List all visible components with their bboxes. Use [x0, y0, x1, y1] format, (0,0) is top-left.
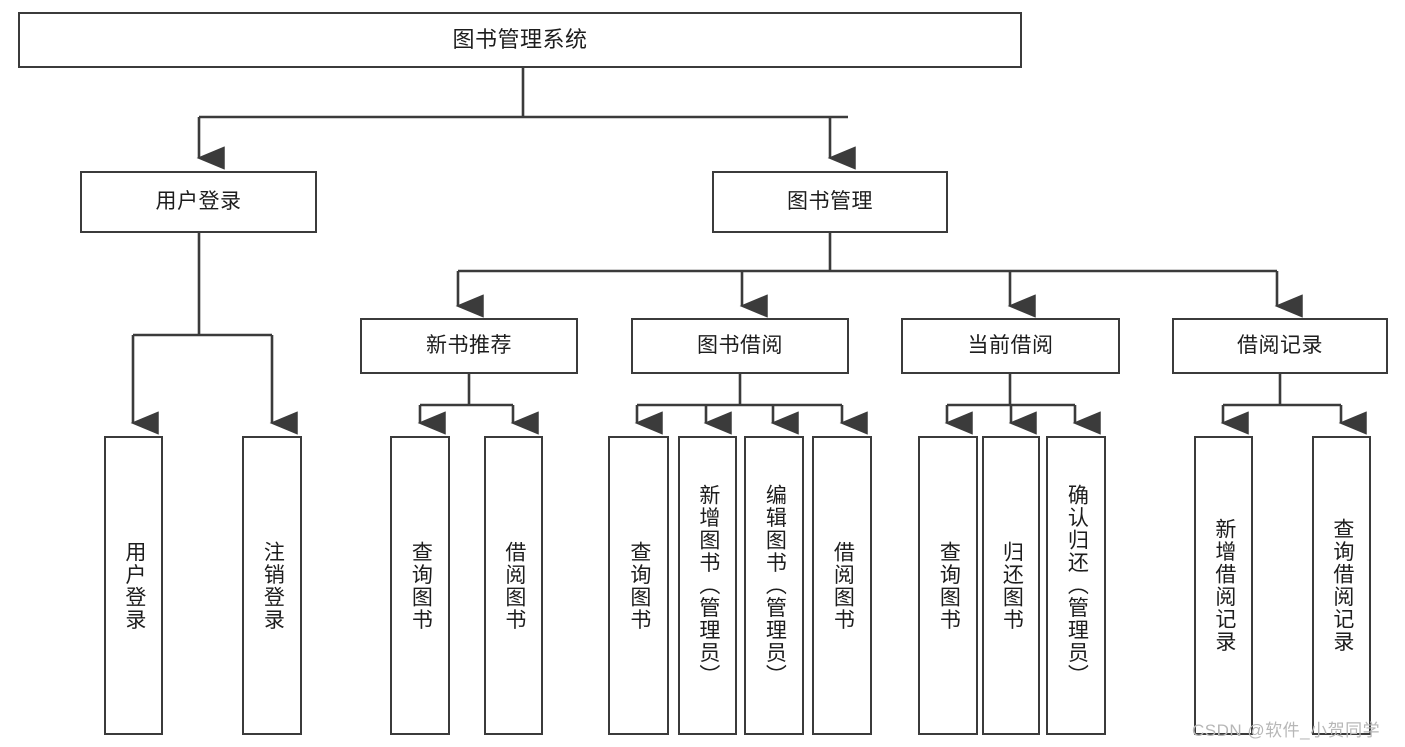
node-label: 归还图书: [1000, 540, 1024, 631]
node-label: 编辑图书（管理员）: [763, 484, 787, 687]
node-label: 查询图书: [627, 540, 651, 631]
leaf-query-book-current[interactable]: 查询图书: [918, 436, 978, 735]
node-label: 新书推荐: [426, 334, 512, 358]
leaf-add-book-admin[interactable]: 新增图书（管理员）: [678, 436, 737, 735]
node-label: 新增借阅记录: [1212, 518, 1236, 653]
leaf-add-borrow-record[interactable]: 新增借阅记录: [1194, 436, 1253, 735]
leaf-query-book-borrow[interactable]: 查询图书: [608, 436, 669, 735]
node-label: 查询图书: [937, 540, 961, 631]
node-label: 借阅图书: [831, 540, 855, 631]
node-book-borrow[interactable]: 图书借阅: [631, 318, 849, 374]
node-label: 确认归还（管理员）: [1065, 484, 1089, 687]
node-label: 图书借阅: [697, 334, 783, 358]
node-label: 注销登录: [261, 540, 285, 631]
node-new-book-recommend[interactable]: 新书推荐: [360, 318, 578, 374]
leaf-return-book[interactable]: 归还图书: [982, 436, 1040, 735]
node-label: 用户登录: [122, 540, 146, 631]
leaf-edit-book-admin[interactable]: 编辑图书（管理员）: [744, 436, 804, 735]
leaf-user-login[interactable]: 用户登录: [104, 436, 163, 735]
node-label: 新增图书（管理员）: [696, 484, 720, 687]
node-root-system[interactable]: 图书管理系统: [18, 12, 1022, 68]
leaf-borrow-book-new[interactable]: 借阅图书: [484, 436, 543, 735]
leaf-query-borrow-record[interactable]: 查询借阅记录: [1312, 436, 1371, 735]
node-label: 当前借阅: [967, 334, 1054, 358]
node-label: 查询借阅记录: [1330, 518, 1354, 653]
node-current-borrow[interactable]: 当前借阅: [901, 318, 1120, 374]
node-label: 用户登录: [155, 190, 242, 214]
node-label: 借阅记录: [1237, 334, 1323, 358]
node-label: 图书管理系统: [452, 26, 588, 52]
csdn-watermark: CSDN @软件_小贺同学: [1192, 721, 1381, 740]
leaf-logout[interactable]: 注销登录: [242, 436, 302, 735]
leaf-borrow-book[interactable]: 借阅图书: [812, 436, 872, 735]
node-label: 查询图书: [409, 540, 433, 631]
node-label: 借阅图书: [502, 540, 526, 631]
node-user-login[interactable]: 用户登录: [80, 171, 317, 233]
leaf-query-book-new[interactable]: 查询图书: [390, 436, 450, 735]
node-borrow-records[interactable]: 借阅记录: [1172, 318, 1388, 374]
leaf-confirm-return-admin[interactable]: 确认归还（管理员）: [1046, 436, 1106, 735]
node-label: 图书管理: [787, 190, 873, 214]
node-book-management[interactable]: 图书管理: [712, 171, 948, 233]
